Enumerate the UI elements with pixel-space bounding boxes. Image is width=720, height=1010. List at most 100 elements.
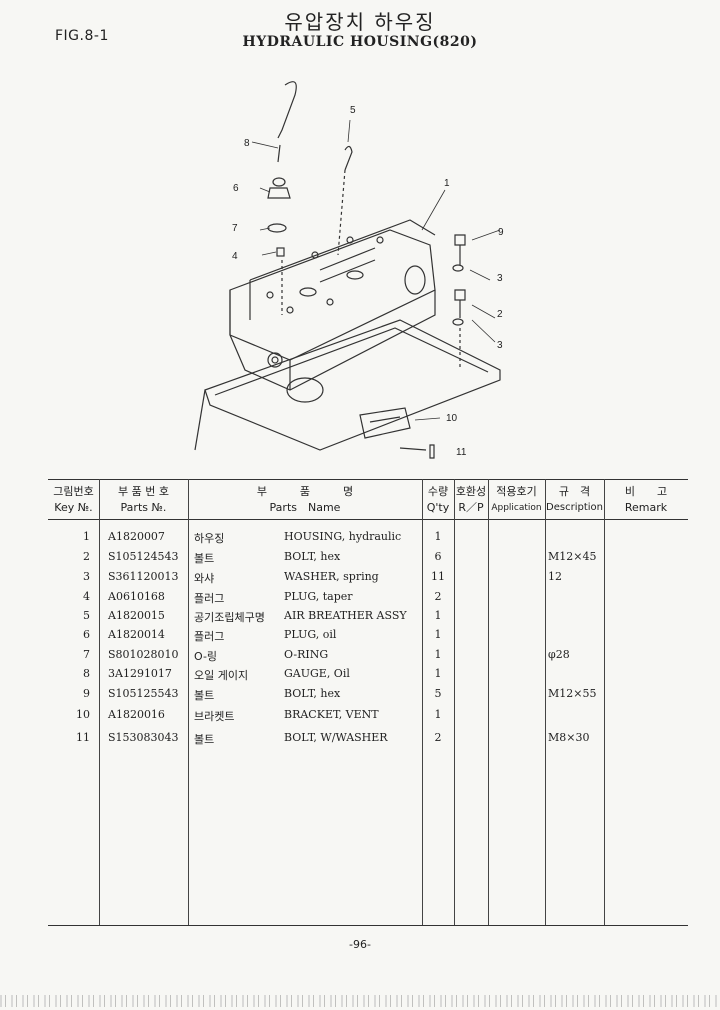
row-part-number: S153083043 [108, 731, 179, 744]
callout-8: 8 [244, 138, 250, 149]
row-name-korean: 공기조립체구명 [194, 611, 265, 624]
header-quantity: 수량 Q'ty [422, 484, 454, 516]
callout-6: 6 [233, 183, 239, 194]
table-header-rule [48, 519, 688, 520]
table-top-rule [48, 479, 688, 480]
header-app-ko: 적용호기 [496, 485, 537, 498]
row-quantity: 1 [434, 648, 442, 661]
row-description: M12×55 [548, 687, 597, 700]
row-quantity: 6 [434, 550, 442, 563]
row-key: 10 [76, 708, 90, 721]
header-rp: 호환성 R／P [454, 484, 488, 516]
column-divider [188, 479, 189, 925]
row-key: 2 [83, 550, 90, 563]
header-key-ko: 그림번호 [53, 485, 94, 498]
row-name-korean: 볼트 [194, 552, 215, 565]
row-quantity: 1 [434, 628, 442, 641]
header-qty-ko: 수량 [427, 485, 449, 498]
callout-4: 4 [232, 251, 238, 262]
row-quantity: 5 [434, 687, 442, 700]
header-name-ko: 부 품 명 [256, 485, 354, 498]
callout-5: 5 [350, 105, 356, 116]
row-part-number: S105124543 [108, 550, 179, 563]
callout-2: 2 [497, 309, 503, 320]
row-name-korean: 볼트 [194, 733, 215, 746]
row-name-korean: 플러그 [194, 592, 225, 605]
row-key: 4 [83, 590, 90, 603]
row-part-number: A1820015 [108, 609, 165, 622]
row-quantity: 11 [431, 570, 445, 583]
row-name-korean: 오일 게이지 [194, 669, 249, 682]
header-part-name: 부 품 명 Parts Name [188, 484, 422, 516]
header-name-en: Parts Name [269, 501, 341, 514]
row-quantity: 1 [434, 667, 442, 680]
row-part-number: S105125543 [108, 687, 179, 700]
row-key: 9 [83, 687, 90, 700]
row-key: 6 [83, 628, 90, 641]
row-name-english: AIR BREATHER ASSY [284, 609, 407, 622]
header-remark: 비 고 Remark [604, 484, 688, 516]
row-part-number: S801028010 [108, 648, 179, 661]
row-name-english: PLUG, oil [284, 628, 337, 641]
row-name-korean: 볼트 [194, 689, 215, 702]
exploded-parts-diagram [194, 81, 501, 459]
row-name-english: GAUGE, Oil [284, 667, 350, 680]
row-part-number: A1820007 [108, 530, 165, 543]
row-description: φ28 [548, 648, 570, 661]
row-name-english: PLUG, taper [284, 590, 353, 603]
callout-11: 11 [456, 447, 467, 458]
row-name-korean: 와샤 [194, 572, 215, 585]
header-description: 규 격 Description [545, 484, 604, 516]
row-name-english: BRACKET, VENT [284, 708, 379, 721]
header-remark-en: Remark [624, 501, 668, 514]
row-key: 7 [83, 648, 90, 661]
header-desc-en: Description [546, 502, 603, 513]
row-quantity: 1 [434, 708, 442, 721]
row-quantity: 2 [434, 590, 442, 603]
header-rp-ko: 호환성 [455, 485, 487, 498]
figure-label: FIG.8-1 [55, 28, 109, 44]
row-quantity: 1 [434, 609, 442, 622]
column-divider [454, 479, 455, 925]
row-name-korean: 플러그 [194, 630, 225, 643]
header-pn-en: Parts №. [120, 501, 167, 514]
column-divider [488, 479, 489, 925]
row-name-korean: 브라켓트 [194, 710, 235, 723]
page-number: -96- [349, 938, 371, 951]
table-bottom-rule [48, 925, 688, 926]
row-key: 8 [83, 667, 90, 680]
header-qty-en: Q'ty [426, 501, 450, 514]
callout-10: 10 [446, 413, 458, 424]
header-application: 적용호기 Application [488, 484, 545, 516]
row-key: 5 [83, 609, 90, 622]
header-pn-ko: 부 품 번 호 [118, 485, 169, 498]
row-part-number: S361120013 [108, 570, 179, 583]
page-title-korean: 유압장치 하우징 [284, 10, 436, 34]
column-divider [422, 479, 423, 925]
row-name-english: HOUSING, hydraulic [284, 530, 402, 543]
row-part-number: 3A1291017 [108, 667, 172, 680]
row-name-english: BOLT, hex [284, 550, 341, 563]
row-name-english: WASHER, spring [284, 570, 379, 583]
row-description: M12×45 [548, 550, 597, 563]
header-key-en: Key №. [54, 501, 93, 514]
row-quantity: 1 [434, 530, 442, 543]
row-part-number: A1820014 [108, 628, 165, 641]
column-divider [99, 479, 100, 925]
row-quantity: 2 [434, 731, 442, 744]
row-part-number: A0610168 [108, 590, 165, 603]
header-part-number: 부 품 번 호 Parts №. [99, 484, 188, 516]
row-name-korean: O-링 [194, 650, 218, 663]
callout-3: 3 [497, 273, 503, 284]
row-name-english: BOLT, W/WASHER [284, 731, 388, 744]
header-remark-ko: 비 고 [624, 485, 668, 498]
column-divider [545, 479, 546, 925]
callout-9: 9 [498, 227, 504, 238]
callout-3-lower: 3 [497, 340, 503, 351]
column-divider [604, 479, 605, 925]
header-app-en: Application [491, 503, 542, 513]
header-rp-en: R／P [458, 501, 484, 514]
page-title-english: HYDRAULIC HOUSING(820) [242, 34, 478, 50]
callout-1: 1 [444, 178, 450, 189]
row-name-english: O-RING [284, 648, 329, 661]
